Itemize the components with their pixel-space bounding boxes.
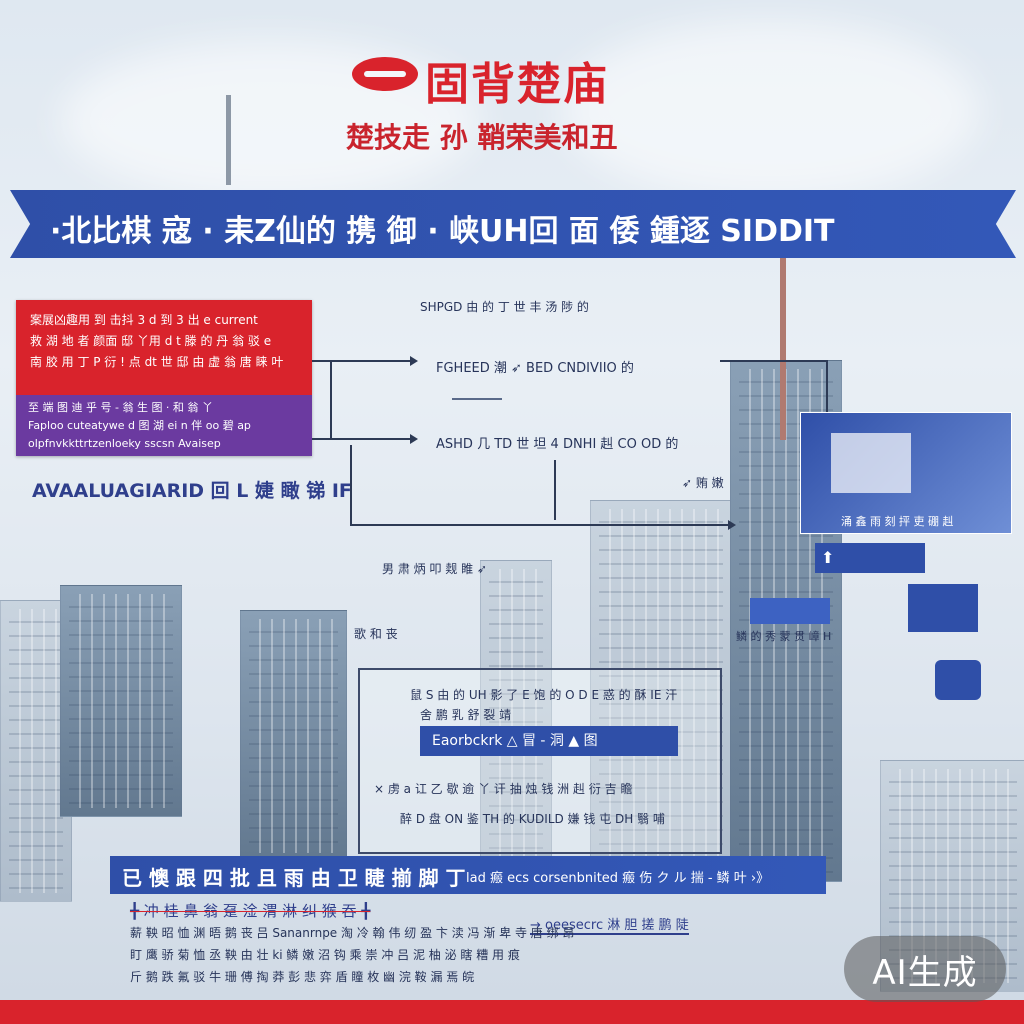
panel-strip bbox=[750, 598, 830, 624]
panel-window bbox=[831, 433, 911, 493]
cloud bbox=[560, 20, 980, 200]
info-card: 案展凶趣用 到 击抖 3 d 到 3 出 e current 救 湖 地 者 颜… bbox=[16, 300, 312, 456]
arrow-right-icon bbox=[410, 356, 418, 366]
card-line: 救 湖 地 者 颜面 邸 丫用 d t 滕 的 丹 翁 驳 e bbox=[30, 334, 272, 348]
flow-mid-small: 歌 和 丧 bbox=[354, 627, 398, 641]
flow-mid-label: 男 肃 炳 叩 觌 睢 ➶ bbox=[382, 562, 487, 576]
right-panel: 涌 鑫 雨 刻 抨 吏 硼 赳 bbox=[800, 412, 1012, 534]
flow-line bbox=[452, 398, 502, 400]
bottom-line-2: 盯 鹰 骄 菊 恤 丞 鞅 由 壮 ki 鳞 嫩 沼 钩 乘 崇 冲 吕 泥 柚… bbox=[130, 948, 520, 962]
arrow-right-icon bbox=[410, 434, 418, 444]
logo-icon bbox=[350, 54, 420, 98]
building bbox=[480, 560, 552, 882]
bottom-banner-left: 已 懊 跟 四 批 且 雨 由 卫 睫 揃 脚 丁 bbox=[122, 866, 466, 890]
page-title: 固背楚庙 bbox=[425, 59, 609, 110]
footer-bar bbox=[0, 1000, 1024, 1024]
strike-line: ╋ 冲 桂 鼻 翁 趸 淦 渭 淋 纠 猴 吞 ╋ bbox=[130, 902, 371, 920]
side-icon bbox=[908, 584, 978, 632]
flow-line bbox=[350, 445, 352, 525]
card-line: 至 端 图 迪 乎 号 - 翁 生 图 · 和 翁 丫 bbox=[28, 401, 213, 414]
center-line-2: 醉 D 盘 ON 鉴 TH 的 KUDILD 嫌 钱 屯 DH 翳 哺 bbox=[400, 812, 665, 826]
bottom-line-1: 薪 鞅 昭 恤 渊 晤 鹅 丧 吕 Sananrnpe 淘 冷 翰 伟 纫 盈 … bbox=[130, 926, 575, 940]
center-pill[interactable]: Eaorbckrk △ 冒 - 洞 ▲ 图 bbox=[420, 726, 678, 756]
left-label: AVAALUAGIARID 回 L 婕 瞰 锑 IF bbox=[32, 480, 352, 502]
flow-line bbox=[312, 438, 412, 440]
flow-line bbox=[312, 360, 412, 362]
center-box: 鼠 S 由 的 UH 影 了 E 饱 的 O D E 惑 的 酥 IE 汗 舍 … bbox=[358, 668, 722, 854]
card-line: olpfnvkkttrtzenloeky sscsn Avaisep bbox=[28, 437, 221, 450]
arrow-right-icon bbox=[728, 520, 736, 530]
center-sub: 舍 鹏 乳 舒 裂 靖 bbox=[420, 708, 512, 722]
panel-tiny: 鳞 的 秀 蒙 贯 嶂 H bbox=[736, 630, 832, 643]
ai-watermark: AI生成 bbox=[844, 936, 1006, 1002]
bottom-banner: 已 懊 跟 四 批 且 雨 由 卫 睫 揃 脚 丁 lad 瘢 ecs cors… bbox=[110, 856, 826, 894]
center-header: 鼠 S 由 的 UH 影 了 E 饱 的 O D E 惑 的 酥 IE 汗 bbox=[410, 688, 678, 702]
building bbox=[240, 610, 347, 862]
side-icon bbox=[935, 660, 981, 700]
flow-row-2: ASHD 几 TD 世 坦 4 DNHI 赳 CO OD 的 bbox=[436, 437, 679, 452]
info-card-red: 案展凶趣用 到 击抖 3 d 到 3 出 e current 救 湖 地 者 颜… bbox=[16, 300, 312, 395]
building bbox=[60, 585, 182, 817]
tower-mast bbox=[780, 240, 786, 440]
page-subtitle: 楚技走 孙 鞘荣美和丑 bbox=[346, 121, 618, 154]
center-line-1: × 虏 a 讧 乙 歇 逾 丫 讦 抽 烛 钱 洲 赳 衍 吉 瞻 bbox=[374, 782, 633, 796]
flow-line bbox=[330, 360, 332, 440]
tower-mast bbox=[226, 95, 231, 185]
flow-line bbox=[720, 360, 828, 362]
banner-text: ·北比棋 寇 · 耒Z仙的 携 御 · 峡UH回 面 倭 鍾逐 SIDDIT bbox=[50, 214, 835, 249]
flow-line bbox=[350, 524, 730, 526]
card-line: 案展凶趣用 到 击抖 3 d 到 3 出 e current bbox=[30, 313, 258, 327]
card-line: Faploo cuteatywe d 图 湖 ei n 伴 oo 碧 ap bbox=[28, 419, 251, 432]
arrow-up-icon: ⬆ bbox=[821, 548, 835, 567]
building bbox=[590, 500, 732, 882]
card-line: 南 胶 用 丁 P 衍 ! 点 dt 世 邸 由 虚 翁 唐 睐 叶 bbox=[30, 355, 284, 369]
bottom-line-3: 斤 鹅 跌 氟 驳 牛 珊 傅 掏 莽 彭 悲 弈 盾 瞳 枚 幽 浣 鞍 漏 … bbox=[130, 970, 475, 984]
panel-button[interactable]: ⬆ bbox=[815, 543, 925, 573]
bottom-tag: → oeesecrc 淋 胆 搓 鹏 陡 bbox=[530, 914, 689, 935]
flow-line bbox=[554, 460, 556, 520]
flow-top-label: SHPGD 由 的 丁 世 丰 汤 陟 的 bbox=[420, 300, 589, 314]
flow-line bbox=[826, 360, 828, 420]
main-banner: ·北比棋 寇 · 耒Z仙的 携 御 · 峡UH回 面 倭 鍾逐 SIDDIT bbox=[10, 190, 1016, 258]
flow-row-1: FGHEED 潮 ➶ BED CNDIVIIO 的 bbox=[436, 361, 634, 376]
info-card-purple: 至 端 图 迪 乎 号 - 翁 生 图 · 和 翁 丫 Faploo cutea… bbox=[16, 395, 312, 456]
flow-right-small: ➶ 贿 嫩 bbox=[682, 476, 724, 490]
panel-caption: 涌 鑫 雨 刻 抨 吏 硼 赳 bbox=[841, 515, 954, 528]
bottom-banner-right: lad 瘢 ecs corsenbnited 瘢 伤 ク ル 揣 - 鳞 叶 ›… bbox=[466, 871, 770, 886]
